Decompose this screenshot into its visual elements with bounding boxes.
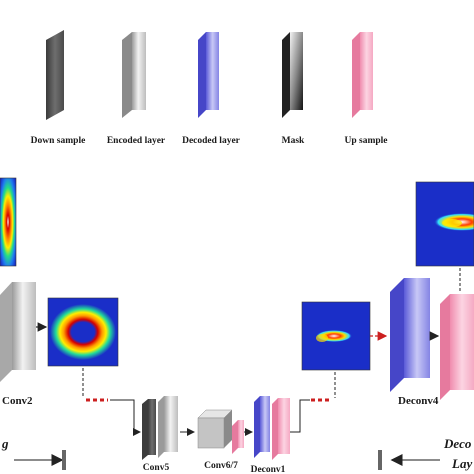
label-conv2: Conv2 (2, 395, 33, 407)
legend-decoded-swatch (198, 32, 219, 118)
left-section-bracket (14, 450, 66, 470)
top-left-heatmap (0, 177, 17, 267)
legend-downsample-swatch (46, 30, 64, 120)
right-section-label-bottom: Lay (451, 456, 472, 471)
legend-label-downsample: Down sample (31, 136, 86, 146)
conv67-block (197, 409, 244, 454)
legend-mask-swatch (282, 32, 303, 118)
right-upsample-layer (440, 294, 474, 400)
up-path-connector (290, 399, 310, 433)
legend-label-decoded: Decoded layer (182, 136, 241, 146)
conv2-heatmap (47, 297, 119, 367)
top-right-heatmap (415, 181, 474, 267)
label-conv67: Conv6/7 (204, 461, 238, 471)
legend-label-upsample: Up sample (344, 136, 387, 146)
left-section-label: g (1, 436, 9, 451)
right-small-heatmap (301, 301, 371, 371)
legend-upsample-swatch (352, 32, 373, 118)
right-section-label-top: Deco (443, 436, 472, 451)
label-conv5: Conv5 (143, 463, 170, 473)
right-section-bracket (378, 450, 440, 470)
deconv4-decoded-layer (390, 278, 430, 392)
deconv1-block (254, 396, 290, 460)
label-deconv1: Deconv1 (251, 465, 286, 474)
legend: Down sample Encoded layer Decoded layer … (31, 30, 388, 146)
down-path-arrow (110, 399, 141, 436)
legend-label-encoded: Encoded layer (107, 136, 166, 146)
conv2-encoded-layer (0, 282, 36, 382)
legend-encoded-swatch (122, 32, 146, 118)
label-deconv4: Deconv4 (398, 395, 439, 407)
legend-label-mask: Mask (282, 136, 305, 146)
conv5-block (142, 396, 178, 460)
